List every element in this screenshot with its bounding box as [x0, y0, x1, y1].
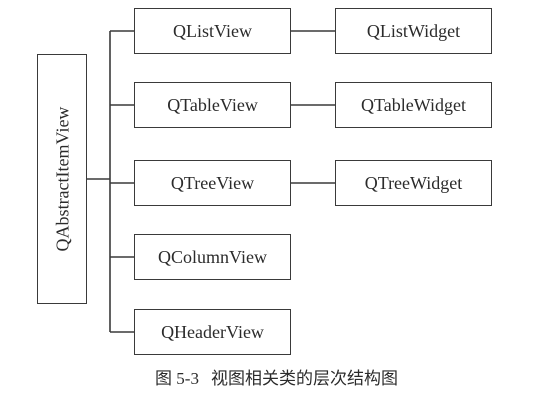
node-label: QTreeWidget: [364, 173, 463, 193]
node-qtreewidget: QTreeWidget: [335, 160, 492, 206]
node-label: QTableWidget: [361, 95, 466, 115]
figure-number: 图 5-3: [155, 369, 199, 388]
node-label: QListWidget: [366, 21, 461, 41]
figure-caption-text: 视图相关类的层次结构图: [210, 369, 398, 388]
node-qabstractitemview: QAbstractItemView: [37, 54, 87, 304]
node-qtreeview: QTreeView: [134, 160, 291, 206]
node-label: QHeaderView: [161, 322, 264, 342]
node-label: QTreeView: [170, 173, 255, 193]
node-qtableview: QTableView: [134, 82, 291, 128]
node-qtablewidget: QTableWidget: [335, 82, 492, 128]
figure-caption: 图 5-3 视图相关类的层次结构图: [0, 364, 553, 389]
node-qlistwidget: QListWidget: [335, 8, 492, 54]
node-label: QAbstractItemView: [52, 106, 72, 252]
node-qlistview: QListView: [134, 8, 291, 54]
node-label: QListView: [173, 21, 252, 41]
node-label: QTableView: [167, 95, 258, 115]
node-qheaderview: QHeaderView: [134, 309, 291, 355]
node-qcolumnview: QColumnView: [134, 234, 291, 280]
node-label: QColumnView: [158, 247, 267, 267]
